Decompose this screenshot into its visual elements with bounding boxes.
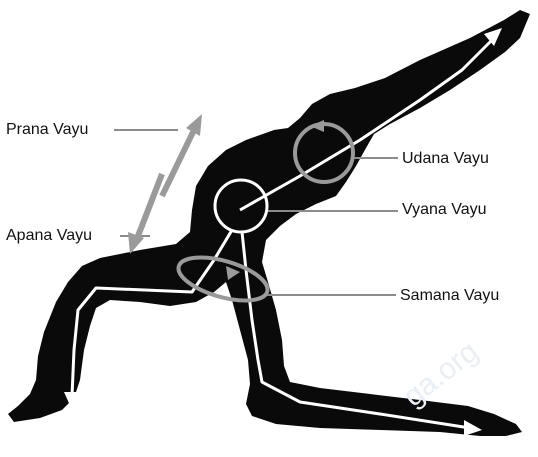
prana-vayu-label: Prana Vayu [6,121,88,139]
apana-vayu-label: Apana Vayu [6,227,92,245]
udana-vayu-label: Udana Vayu [402,150,489,168]
samana-vayu-label: Samana Vayu [400,287,499,305]
vyana-vayu-label: Vyana Vayu [402,201,487,219]
